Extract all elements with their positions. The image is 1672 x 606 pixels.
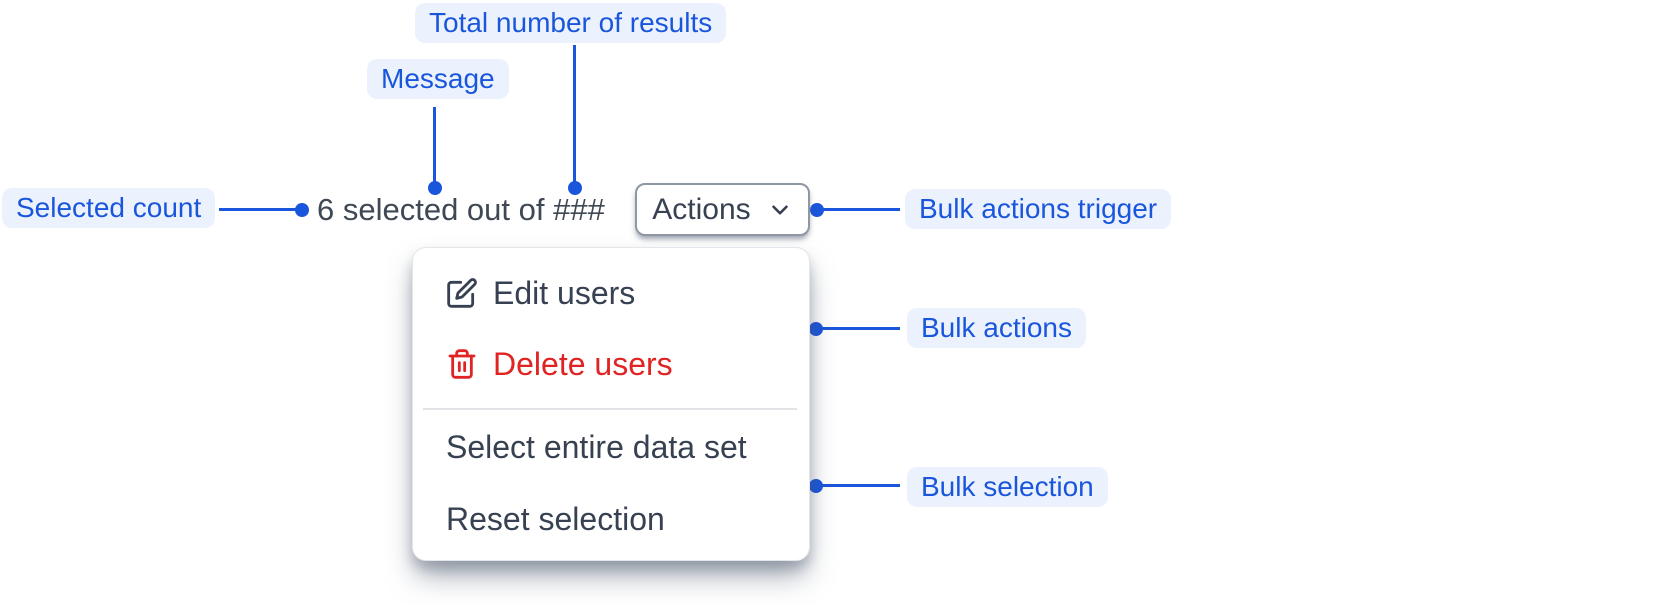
menu-item-label: Select entire data set <box>446 428 747 465</box>
connector-dot-bulk-actions-trigger <box>810 203 824 217</box>
connector-line-bulk-actions <box>820 327 900 330</box>
connector-line-total-results <box>573 45 576 185</box>
connector-line-message <box>433 107 436 185</box>
menu-item-reset-selection[interactable]: Reset selection <box>446 489 793 549</box>
menu-item-select-entire-data-set[interactable]: Select entire data set <box>446 417 793 477</box>
annotation-label-bulk-actions: Bulk actions <box>907 308 1086 348</box>
trash-icon <box>448 349 476 379</box>
chevron-down-icon <box>771 204 788 215</box>
connector-dot-bulk-actions <box>809 322 823 336</box>
annotation-label-bulk-selection: Bulk selection <box>907 467 1108 507</box>
connector-line-bulk-actions-trigger <box>820 208 900 211</box>
connector-dot-total-results <box>568 181 582 195</box>
selection-count-message: 6 selected out of ### <box>317 192 605 227</box>
connector-dot-message <box>428 181 442 195</box>
bulk-actions-dropdown-menu: Edit users Delete users Select entire da… <box>412 247 810 561</box>
menu-item-edit-users[interactable]: Edit users <box>446 263 793 323</box>
actions-button-label: Actions <box>652 192 751 226</box>
annotation-label-selected-count: Selected count <box>2 188 216 228</box>
menu-item-label: Delete users <box>493 345 673 382</box>
annotation-label-total-results: Total number of results <box>415 3 727 43</box>
connector-dot-selected-count <box>295 203 309 217</box>
edit-icon <box>447 278 477 308</box>
connector-dot-bulk-selection <box>809 479 823 493</box>
menu-divider <box>423 408 797 410</box>
menu-item-label: Reset selection <box>446 500 665 537</box>
bulk-actions-trigger-button[interactable]: Actions <box>635 183 810 236</box>
connector-line-selected-count <box>219 208 301 211</box>
menu-item-label: Edit users <box>493 274 636 311</box>
connector-line-bulk-selection <box>820 484 900 487</box>
annotation-label-message: Message <box>367 59 509 99</box>
annotation-label-bulk-actions-trigger: Bulk actions trigger <box>905 189 1172 229</box>
menu-item-delete-users[interactable]: Delete users <box>446 334 793 394</box>
